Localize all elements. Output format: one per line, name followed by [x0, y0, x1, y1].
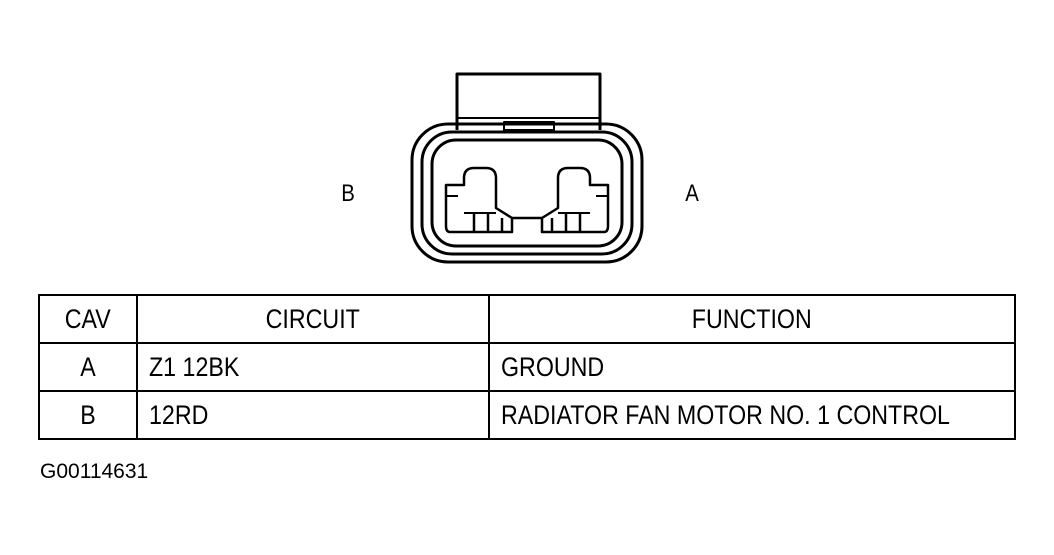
header-circuit: CIRCUIT: [136, 294, 490, 344]
header-function: FUNCTION: [488, 294, 1016, 344]
figure-id: G00114631: [40, 460, 149, 483]
connector-seal-ring: [420, 130, 634, 256]
cavity-a-label: A: [685, 180, 699, 207]
table-row: A Z1 12BK GROUND: [38, 342, 1016, 392]
cavity-outline-right: [540, 166, 610, 234]
cell-circuit: Z1 12BK: [136, 342, 490, 392]
connector-inner-wall: [430, 138, 624, 248]
latch-tab: [503, 121, 555, 131]
table-row: B 12RD RADIATOR FAN MOTOR NO. 1 CONTROL: [38, 390, 1016, 440]
connector-face-diagram: [410, 72, 644, 264]
cell-function: GROUND: [488, 342, 1016, 392]
cell-circuit: 12RD: [136, 390, 490, 440]
cell-function: RADIATOR FAN MOTOR NO. 1 CONTROL: [488, 390, 1016, 440]
cavity-outline: [444, 166, 514, 234]
table-header-row: CAV CIRCUIT FUNCTION: [38, 294, 1016, 344]
cavity-b-label: B: [341, 180, 355, 207]
header-cav: CAV: [38, 294, 138, 344]
cell-cav: A: [38, 342, 138, 392]
pinout-table: CAV CIRCUIT FUNCTION A Z1 12BK GROUND B …: [38, 294, 1016, 440]
cell-cav: B: [38, 390, 138, 440]
connector-latch: [455, 72, 602, 130]
connector-outer-shell: [410, 122, 644, 264]
